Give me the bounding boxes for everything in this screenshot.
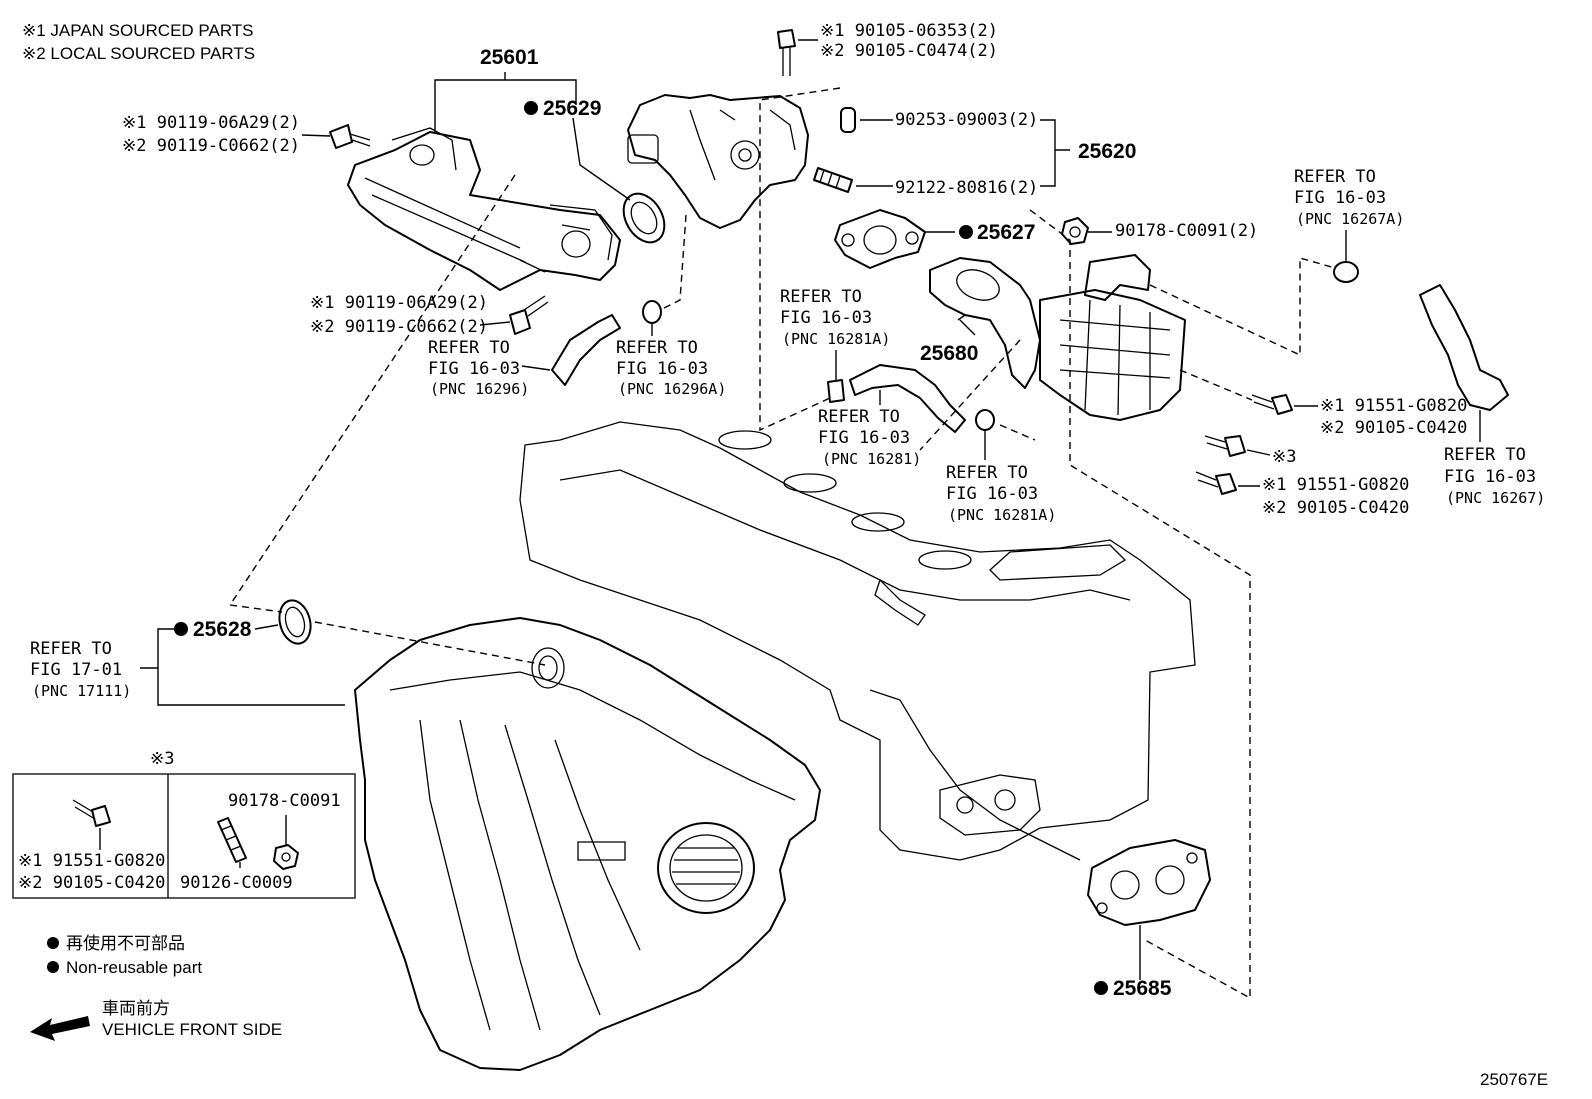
svg-text:(PNC 16296A): (PNC 16296A) [618, 380, 726, 398]
bolt-mid-left[interactable] [509, 295, 549, 335]
svg-text:(PNC 16267): (PNC 16267) [1446, 489, 1545, 507]
gasket-25627[interactable] [834, 209, 926, 269]
svg-text:FIG 16-03: FIG 16-03 [428, 359, 520, 379]
label-25680: 25680 [920, 342, 978, 365]
pin-90253[interactable] [840, 107, 856, 133]
label-bolt-ul-2: ※2 90119-C0662(2) [122, 136, 300, 156]
engine-flange [939, 774, 1041, 836]
bolt-upper-left[interactable] [329, 124, 371, 149]
svg-text:FIG 16-03: FIG 16-03 [818, 428, 910, 448]
svg-text:REFER TO: REFER TO [428, 338, 510, 358]
label-bolt-r1-1: ※1 91551-G0820 [1320, 396, 1467, 416]
label-nut-right: 90178-C0091(2) [1115, 221, 1258, 241]
svg-text:REFER TO: REFER TO [30, 639, 112, 659]
label-bolt-top-1: ※1 90105-06353(2) [820, 21, 998, 41]
label-25620: 25620 [1078, 140, 1136, 163]
label-bolt-r3-1: ※1 91551-G0820 [1262, 475, 1409, 495]
svg-text:(PNC 16281A): (PNC 16281A) [782, 330, 890, 348]
inset-box [12, 773, 356, 899]
sensor-16281a[interactable] [827, 379, 845, 403]
svg-text:FIG 17-01: FIG 17-01 [30, 660, 122, 680]
clamp-16281a[interactable] [975, 409, 995, 431]
svg-text:REFER TO: REFER TO [818, 407, 900, 427]
svg-text:FIG 16-03: FIG 16-03 [1294, 188, 1386, 208]
svg-text:(PNC 16296): (PNC 16296) [430, 380, 529, 398]
label-bolt-r1-2: ※2 90105-C0420 [1320, 418, 1467, 438]
clamp-16267a[interactable] [1333, 261, 1359, 283]
front-arrow-icon [30, 1016, 90, 1041]
intake-manifold[interactable] [354, 617, 821, 1071]
refer-16296a[interactable]: REFER TO FIG 16-03 (PNC 16296A) [616, 338, 726, 398]
inset-nut[interactable] [273, 844, 299, 870]
svg-text:(PNC 16281): (PNC 16281) [822, 450, 921, 468]
svg-text:REFER TO: REFER TO [946, 463, 1028, 483]
inset-title: ※3 [150, 749, 174, 769]
inset-label-nut: 90178-C0091 [228, 791, 341, 811]
egr-cooler[interactable] [1039, 254, 1186, 421]
svg-text:FIG 16-03: FIG 16-03 [780, 308, 872, 328]
refer-16281a-top[interactable]: REFER TO FIG 16-03 (PNC 16281A) [780, 287, 890, 348]
svg-text:(PNC 16281A): (PNC 16281A) [948, 506, 1056, 524]
svg-text:(PNC 16267A): (PNC 16267A) [1296, 210, 1404, 228]
legend-nonreusable-en: Non-reusable part [66, 958, 202, 977]
label-stud: 92122-80816(2) [895, 178, 1038, 198]
label-25601: 25601 [480, 46, 539, 69]
label-bolt-ul-1: ※1 90119-06A29(2) [122, 113, 300, 133]
label-25629: 25629 [543, 97, 601, 120]
bolt-right-2[interactable] [1204, 435, 1246, 457]
svg-text:REFER TO: REFER TO [1444, 445, 1526, 465]
label-bolt-ml-1: ※1 90119-06A29(2) [310, 293, 488, 313]
svg-text:(PNC 17111): (PNC 17111) [32, 682, 131, 700]
bolt-right-3[interactable] [1195, 471, 1237, 495]
legend-front-en: VEHICLE FRONT SIDE [102, 1020, 282, 1039]
gasket-25685[interactable] [1087, 839, 1211, 926]
note-local-sourced: ※2 LOCAL SOURCED PARTS [22, 44, 255, 63]
label-bolt-r3-2: ※2 90105-C0420 [1262, 498, 1409, 518]
svg-text:REFER TO: REFER TO [780, 287, 862, 307]
note-japan-sourced: ※1 JAPAN SOURCED PARTS [22, 21, 254, 40]
stud-92122[interactable] [813, 167, 853, 193]
egr-pipe-25601[interactable] [347, 127, 621, 291]
refer-16267[interactable]: REFER TO FIG 16-03 (PNC 16267) [1444, 445, 1545, 507]
refer-16296[interactable]: REFER TO FIG 16-03 (PNC 16296) [428, 338, 529, 398]
refer-16267a[interactable]: REFER TO FIG 16-03 (PNC 16267A) [1294, 167, 1404, 228]
inset-bolt[interactable] [72, 799, 111, 827]
refer-16281[interactable]: REFER TO FIG 16-03 (PNC 16281) [818, 407, 921, 468]
inset-stud[interactable] [217, 817, 247, 863]
nut-right[interactable] [1061, 217, 1089, 245]
label-bolt-ml-2: ※2 90119-C0662(2) [310, 317, 488, 337]
svg-text:FIG 16-03: FIG 16-03 [946, 484, 1038, 504]
hose-16296[interactable] [551, 314, 621, 386]
hose-16281[interactable] [849, 364, 966, 433]
label-bolt-top-2: ※2 90105-C0474(2) [820, 41, 998, 61]
refer-16281a-bottom[interactable]: REFER TO FIG 16-03 (PNC 16281A) [946, 463, 1056, 524]
egr-pipe-25680[interactable] [929, 257, 1041, 389]
figure-id: 250767E [1480, 1070, 1548, 1089]
engine-head-outline [519, 421, 1196, 861]
legend-nonreusable-jp: 再使用不可部品 [66, 933, 185, 953]
label-pin: 90253-09003(2) [895, 110, 1038, 130]
inset-label-bolt-2: ※2 90105-C0420 [18, 873, 165, 893]
label-25627: 25627 [977, 221, 1035, 244]
svg-text:REFER TO: REFER TO [616, 338, 698, 358]
inset-label-bolt-1: ※1 91551-G0820 [18, 851, 165, 871]
clamp-16296a[interactable] [642, 300, 662, 324]
svg-text:FIG 16-03: FIG 16-03 [616, 359, 708, 379]
legend-front-jp: 車両前方 [102, 999, 170, 1018]
refer-17111[interactable]: REFER TO FIG 17-01 (PNC 17111) [30, 639, 131, 700]
svg-text:REFER TO: REFER TO [1294, 167, 1376, 187]
egr-valve[interactable] [627, 94, 809, 229]
label-25685: 25685 [1113, 977, 1172, 1000]
inset-label-stud: 90126-C0009 [180, 873, 293, 893]
gasket-25628[interactable] [275, 597, 315, 647]
bolt-right-1[interactable] [1251, 394, 1293, 415]
gasket-25629[interactable] [615, 186, 672, 249]
label-25628: 25628 [193, 618, 252, 641]
bolt-top[interactable] [777, 29, 796, 76]
label-bolt-r2: ※3 [1272, 447, 1296, 467]
hose-16267[interactable] [1419, 284, 1509, 411]
svg-text:FIG 16-03: FIG 16-03 [1444, 467, 1536, 487]
